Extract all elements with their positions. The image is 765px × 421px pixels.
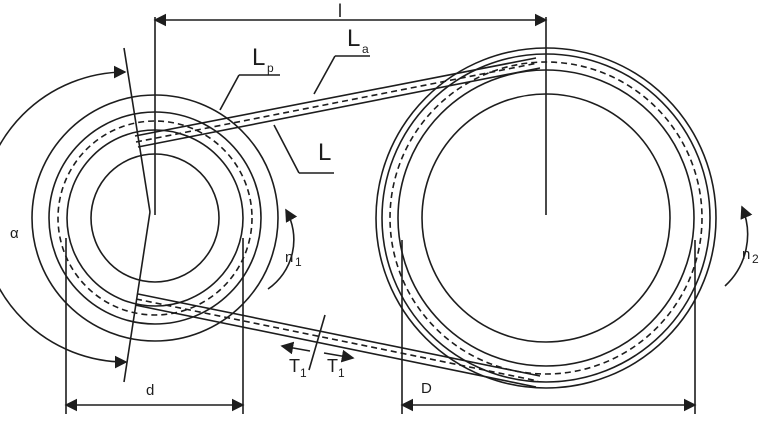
belt-bottom-outer-line xyxy=(134,304,537,388)
tension-split-line xyxy=(308,314,326,371)
leader-lp xyxy=(219,74,240,111)
leader-la xyxy=(313,55,336,95)
large-diameter-label: D xyxy=(421,380,432,397)
large-pulley-rotation-arrow xyxy=(724,205,753,287)
tension-left-label: T xyxy=(289,356,300,376)
tension-right-label: T xyxy=(327,356,338,376)
center-distance-label: l xyxy=(338,1,342,21)
wrap-angle-line-bottom xyxy=(123,211,151,383)
belt-bottom-pitch-line xyxy=(135,298,539,382)
belt-top-pitch-line xyxy=(135,62,539,143)
small-diameter-label: d xyxy=(146,382,154,399)
belt-length-label: L xyxy=(318,139,331,166)
outer-length-sub: a xyxy=(362,42,369,56)
belt-top-inner-line xyxy=(137,67,541,148)
belt-bottom-inner-line xyxy=(137,293,541,377)
outer-length-label: L xyxy=(347,25,360,52)
tension-right-sub: 1 xyxy=(338,366,345,380)
leader-l xyxy=(273,124,300,174)
belt-top-outer-line xyxy=(134,57,537,137)
wrap-angle-arc xyxy=(0,65,128,369)
pitch-length-label: L xyxy=(252,44,265,71)
large-speed-label: n xyxy=(742,246,750,263)
small-pulley-pitch-circle xyxy=(57,120,253,316)
tension-arrow-left xyxy=(280,341,311,355)
small-pulley-rotation-arrow xyxy=(267,208,298,290)
drawing-lines xyxy=(0,13,753,414)
pitch-length-sub: p xyxy=(267,61,274,75)
tension-arrow-right xyxy=(323,349,355,363)
small-speed-sub: 1 xyxy=(295,255,302,269)
small-speed-label: n xyxy=(285,249,293,266)
tension-left-sub: 1 xyxy=(300,366,307,380)
wrap-angle-line-top xyxy=(123,47,151,213)
diagram-labels: l L p L a L α n 1 n 2 T 1 T 1 d D xyxy=(10,1,759,399)
large-speed-sub: 2 xyxy=(752,252,759,266)
wrap-angle-label: α xyxy=(10,225,19,242)
